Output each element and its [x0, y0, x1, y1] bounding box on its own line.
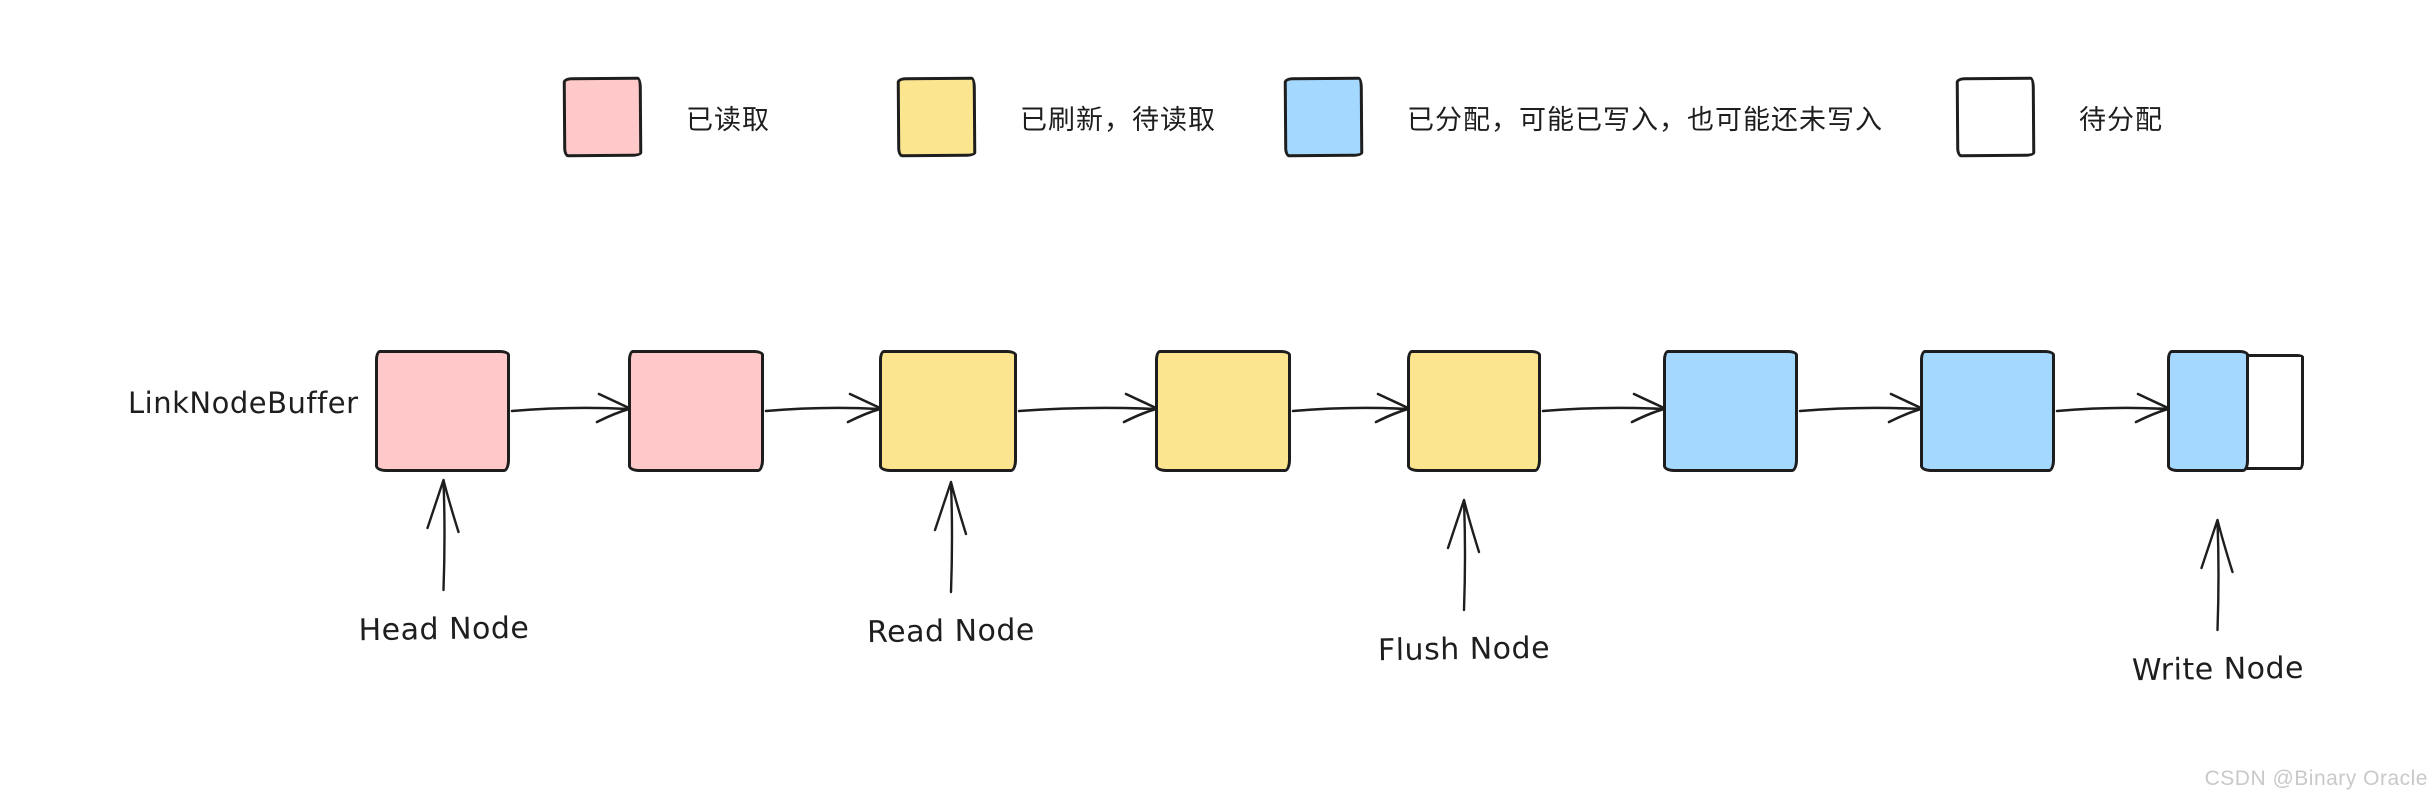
arrow-right-icon — [846, 392, 882, 424]
legend-swatch-allocated — [1283, 76, 1364, 158]
arrow-up-icon — [442, 479, 446, 592]
arrow-right-icon — [2134, 392, 2170, 424]
legend-item-pending: 待分配 — [1955, 76, 2163, 158]
buffer-node — [1407, 350, 1541, 472]
arrow-right-icon — [1374, 392, 1410, 424]
pointer-label-flush-node: Flush Node — [1377, 630, 1551, 669]
legend-swatch-read — [562, 76, 643, 158]
arrow-right-icon — [1630, 392, 1666, 424]
buffer-node — [1663, 350, 1798, 472]
link-arrow-line — [1017, 406, 1157, 413]
arrow-right-icon — [1122, 392, 1158, 424]
arrow-right-icon — [595, 392, 631, 424]
arrow-up-icon — [2216, 519, 2220, 632]
arrow-up-icon — [1446, 498, 1481, 554]
buffer-label: LinkNodeBuffer — [128, 386, 359, 420]
link-arrow-line — [1291, 406, 1409, 413]
legend-item-allocated: 已分配，可能已写入，也可能还未写入 — [1283, 76, 1883, 158]
legend-item-label: 已刷新，待读取 — [1020, 104, 1216, 136]
arrow-up-icon — [426, 478, 460, 534]
arrow-up-icon — [2200, 518, 2234, 574]
buffer-node — [1155, 350, 1291, 472]
buffer-node — [375, 350, 510, 472]
buffer-node-allocated-part — [2167, 350, 2250, 472]
pointer-label-read-node: Read Node — [866, 612, 1036, 651]
buffer-node — [879, 350, 1017, 472]
buffer-node — [1920, 350, 2055, 472]
link-arrow-line — [1798, 406, 1922, 413]
link-arrow-line — [1541, 406, 1665, 413]
link-arrow-line — [510, 406, 630, 413]
pointer-label-write-node: Write Node — [2131, 650, 2304, 689]
legend-item-read: 已读取 — [562, 76, 770, 158]
arrow-up-icon — [933, 480, 968, 536]
legend-item-flushed: 已刷新，待读取 — [896, 76, 1216, 158]
legend-item-label: 已读取 — [686, 104, 770, 136]
legend-swatch-pending — [1955, 76, 2036, 158]
pointer-label-head-node: Head Node — [357, 610, 530, 649]
link-arrow-line — [764, 406, 881, 413]
legend-item-label: 已分配，可能已写入，也可能还未写入 — [1407, 104, 1883, 136]
arrow-up-icon — [949, 481, 954, 594]
link-arrow-line — [2055, 406, 2169, 413]
buffer-node — [628, 350, 764, 472]
legend-swatch-flushed — [896, 76, 977, 158]
watermark: CSDN @Binary Oracle — [2204, 767, 2428, 790]
legend-item-label: 待分配 — [2079, 104, 2163, 136]
arrow-right-icon — [1887, 392, 1923, 424]
arrow-up-icon — [1462, 499, 1467, 612]
buffer-node — [2167, 350, 2304, 472]
